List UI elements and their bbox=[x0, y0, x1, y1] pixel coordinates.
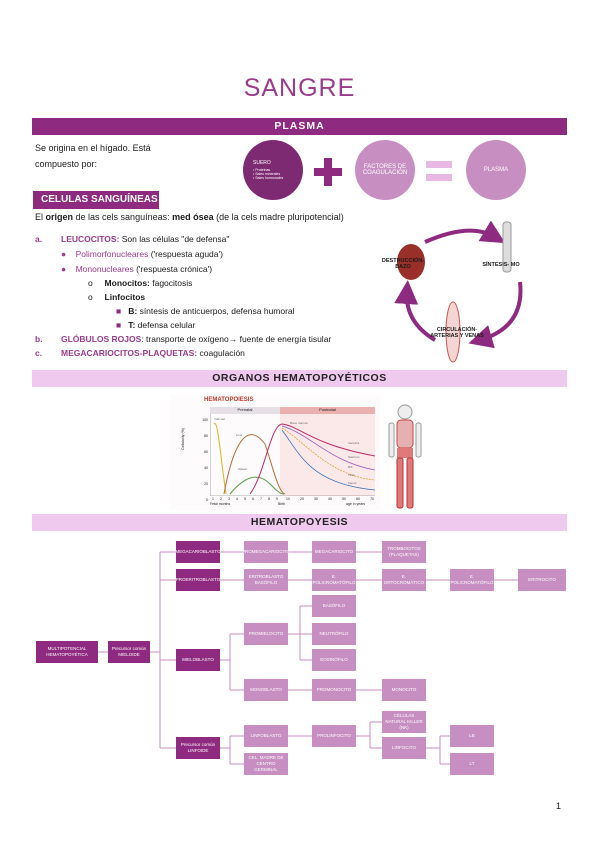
xlabel-left: Fetal months bbox=[210, 502, 231, 506]
body-vessels-icon bbox=[445, 301, 461, 363]
factores-label: FACTORES DE COAGULACIÓN bbox=[362, 164, 408, 176]
suero-item: • Sales minerales bbox=[253, 172, 281, 176]
figure-title: HEMATOPOIESIS bbox=[204, 397, 254, 403]
plasma-intro: Se origina en el hígado. Está compuesto … bbox=[35, 140, 235, 172]
spleen-curve bbox=[229, 476, 285, 495]
node-root: MULTIPOTENCIAL HEMATOPOYÉTICA bbox=[36, 641, 98, 663]
destruccion-label: DESTRUCCIÓN- BAZO bbox=[381, 258, 425, 270]
origin-line: El origen de las cels sanguíneas: med ós… bbox=[35, 212, 344, 222]
bone-marrow-curve bbox=[249, 423, 375, 495]
suero-circle: SUERO • Proteínas • Sales minerales • Sa… bbox=[243, 140, 303, 200]
node-e-policromatofilo-2: E. POLICROMATÓFILO bbox=[450, 569, 494, 591]
hemato-curves bbox=[210, 414, 375, 496]
node-linfoblasto: LINFOBLASTO bbox=[244, 725, 288, 747]
xlabel-right: age in years bbox=[346, 502, 366, 506]
node-e-policromatofilo: E. POLICROMATÓFILO bbox=[312, 569, 356, 591]
tibia-curve bbox=[281, 427, 375, 481]
yolk-sac-curve bbox=[213, 423, 227, 495]
plus-icon bbox=[314, 158, 342, 186]
node-lb: LB bbox=[450, 725, 494, 747]
node-monoblasto: MONOBLASTO bbox=[244, 679, 288, 701]
node-promonocito: PROMONOCITO bbox=[312, 679, 356, 701]
node-neutrofilo: NEUTRÓFILO bbox=[312, 623, 356, 645]
curve-label: Spleen bbox=[238, 467, 248, 471]
bone-icon bbox=[502, 221, 512, 273]
list-item-mono: ● Mononucleares ('respuesta crónica') bbox=[61, 264, 213, 274]
node-prolinfocito: PROLINFOCITO bbox=[312, 725, 356, 747]
list-item-monocitos: o Monocitos: fagocitosis bbox=[88, 278, 193, 288]
curve-label: Liver bbox=[236, 433, 243, 437]
curve-label: Bone marrow bbox=[290, 421, 308, 425]
circulacion-label: CIRCULACIÓN- ARTERIAS Y VENAS bbox=[430, 327, 484, 339]
suero-title: SUERO bbox=[253, 160, 271, 166]
equals-icon bbox=[426, 161, 452, 181]
suero-item: • Proteínas bbox=[253, 168, 271, 172]
list-item-b-cell: ■ B: síntesis de anticuerpos, defensa hu… bbox=[116, 306, 295, 316]
list-item-megacariocitos: c.MEGACARIOCITOS-PLAQUETAS: coagulación bbox=[35, 348, 245, 358]
femur-curve bbox=[281, 429, 375, 491]
xlabel-mid: Birth bbox=[278, 502, 286, 506]
vertebra-curve bbox=[281, 425, 375, 471]
prenatal-label: Prenatal bbox=[210, 407, 280, 414]
node-mieloblasto: MIELOBLASTO bbox=[176, 649, 220, 671]
node-eritrocito: ERITROCITO bbox=[518, 569, 566, 591]
postnatal-area bbox=[280, 414, 375, 496]
node-celulas-nk: CÉLULAS NATURAL KILLER (NK) bbox=[382, 711, 426, 733]
list-item-linfocitos: o Linfocitos bbox=[88, 292, 146, 302]
sintesis-label: SÍNTESIS- MO bbox=[482, 262, 520, 268]
curve-label: Tibia bbox=[348, 473, 355, 477]
figure-ylabel: Cellularity (%) bbox=[180, 428, 185, 450]
intro-line2: compuesto por: bbox=[35, 159, 98, 169]
node-monocito: MONOCITO bbox=[382, 679, 426, 701]
node-e-ortocromatico: E. ORTOCROMÁTICO bbox=[382, 569, 426, 591]
postnatal-label: Postnatal bbox=[280, 407, 375, 414]
arrow-icon bbox=[394, 280, 437, 342]
node-eosinofilo: EOSINÓFILO bbox=[312, 649, 356, 671]
factores-circle: FACTORES DE COAGULACIÓN bbox=[355, 140, 415, 200]
arrow-icon bbox=[424, 220, 506, 244]
node-linfocito: LINFOCITO bbox=[382, 737, 426, 759]
list-item-t-cell: ■ T: defensa celular bbox=[116, 320, 196, 330]
node-basofilo: BASÓFILO bbox=[312, 595, 356, 617]
spleen-icon bbox=[397, 244, 425, 280]
node-promielocito: PROMIELOCITO bbox=[244, 623, 288, 645]
list-item-poli: ● Polimorfonucleares ('respuesta aguda') bbox=[61, 249, 223, 259]
celulas-label: CELULAS SANGUÍNEAS bbox=[33, 191, 159, 209]
intro-line1: Se origina en el hígado. Está bbox=[35, 143, 151, 153]
tree-connectors bbox=[98, 551, 518, 765]
suero-item: • Sales hormonales bbox=[253, 176, 284, 180]
curve-label: Sternum bbox=[348, 455, 360, 459]
hematopoyesis-band: HEMATOPOYESIS bbox=[32, 514, 567, 531]
cycle-diagram bbox=[394, 220, 523, 363]
curve-label: Rib bbox=[348, 465, 353, 469]
node-lt: LT bbox=[450, 753, 494, 775]
node-precursor-linfoide: Precursor común LINFOIDE bbox=[176, 737, 220, 759]
plasma-result-label: PLASMA bbox=[483, 167, 509, 173]
list-item-globulos: b.GLÓBULOS ROJOS: transporte de oxígeno→… bbox=[35, 334, 332, 344]
node-proeritroblasto: PROERITROBLASTO bbox=[176, 569, 220, 591]
arrow-icon bbox=[468, 281, 523, 349]
list-item-leucocitos: a.LEUCOCITOS: Son las células "de defens… bbox=[35, 234, 230, 244]
curve-label: Yolk sac bbox=[214, 417, 226, 421]
page-number: 1 bbox=[556, 801, 562, 811]
plasma-band: PLASMA bbox=[32, 118, 567, 135]
node-promegacariocito: PROMEGACARIOCITO bbox=[242, 541, 290, 563]
node-eritroblasto-basofilo: ERITROBLASTO BASÓFILO bbox=[244, 569, 288, 591]
node-megacarioblasto: MEGACARIOBLASTO bbox=[175, 541, 221, 563]
node-megacariocito: MEGACARIOCITO bbox=[312, 541, 356, 563]
curve-label: Vertebra bbox=[348, 441, 360, 445]
organos-band: ORGANOS HEMATOPOYÉTICOS bbox=[32, 370, 567, 387]
skeleton-icon bbox=[388, 404, 422, 509]
hematopoiesis-figure: HEMATOPOIESIS Prenatal Postnatal Cellula… bbox=[170, 395, 380, 510]
node-cel-madre: CEL. MADRE DE CENTRO GERMINAL bbox=[244, 753, 288, 775]
liver-curve bbox=[223, 434, 286, 495]
curve-label: Femur bbox=[348, 481, 357, 485]
page-title: SANGRE bbox=[243, 74, 356, 102]
plasma-result-circle: PLASMA bbox=[466, 140, 526, 200]
node-trombocitos: TROMBOCITOS (PLAQUETAS) bbox=[382, 541, 426, 563]
node-progenitor-mieloide: Precursor común MIELOIDE bbox=[108, 641, 150, 663]
